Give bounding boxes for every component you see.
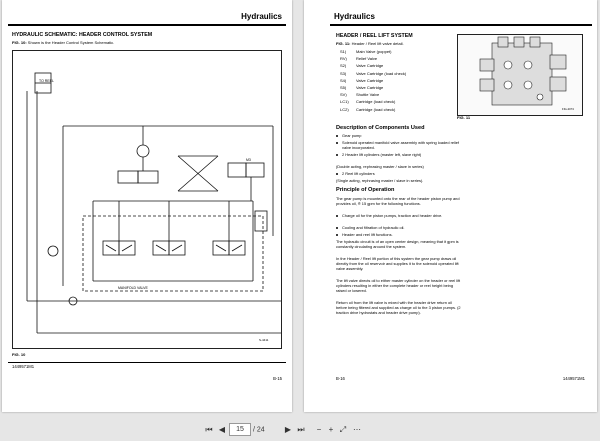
schem-label-corner: S-4411	[259, 338, 269, 342]
footer-page-number: B-15	[273, 376, 282, 381]
lift-valve-illustration: FIG-2074	[479, 36, 574, 111]
desc-title: Description of Components Used	[336, 125, 425, 131]
page-indicator: 15 / 24	[229, 423, 299, 437]
figure-caption: FIG. 11	[457, 115, 471, 120]
legend-text: Cartridge (load check)	[356, 99, 396, 105]
figure-caption: FIG. 10	[12, 352, 26, 357]
prev-page-button[interactable]: ◀	[218, 425, 226, 434]
legend-row: LC2) Cartridge (load check)	[340, 107, 395, 112]
next-page-button[interactable]: ▶	[284, 425, 292, 434]
principle-paragraph: In the Header / Reel lift portion of thi…	[336, 256, 459, 271]
legend-text: Valve Cartridge	[356, 77, 384, 83]
figure-reference: FIG. 10: Shown is the Header Control Sys…	[12, 40, 114, 45]
legend-code: SV)	[340, 92, 347, 98]
header-rule	[8, 24, 286, 26]
footer-doc-number: 1449571M1	[12, 364, 35, 369]
legend-text: Valve Cartridge	[356, 85, 384, 90]
component-item: 2 Header lift cylinders (master left, sl…	[336, 152, 468, 157]
footer-page-number: B-16	[336, 376, 345, 381]
legend-row: S4) Valve Cartridge	[340, 78, 383, 83]
fig-ref-label: FIG. 11:	[336, 41, 351, 46]
legend-code: LC2)	[340, 106, 349, 112]
component-note: (Double acting, rephrasing master / slav…	[336, 164, 424, 169]
component-item: Gear pump	[336, 133, 468, 138]
legend-row: S5) Valve Cartridge	[340, 85, 383, 90]
legend-code: S1)	[340, 49, 347, 54]
page-total: / 24	[252, 426, 265, 434]
page-number-input[interactable]: 15	[229, 423, 251, 436]
legend-row: S2) Valve Cartridge	[340, 63, 383, 68]
legend-code: RV)	[340, 56, 347, 62]
legend-text: Valve Cartridge	[356, 63, 384, 69]
first-page-button[interactable]: ⏮	[205, 425, 213, 434]
section-title: HYDRAULIC SCHEMATIC: HEADER CONTROL SYST…	[12, 32, 153, 38]
valve-photo: FIG-2074	[457, 34, 583, 116]
left-page: Hydraulics HYDRAULIC SCHEMATIC: HEADER C…	[2, 0, 292, 412]
legend-code: LC1)	[340, 99, 349, 105]
principle-paragraph: The hydraulic circuit is of an open cent…	[336, 239, 459, 249]
header-control-schematic: TO REEL M3 MANIFOLD VALVE S-4411	[26, 72, 281, 342]
principle-title: Principle of Operation	[336, 187, 395, 193]
legend-text: Shuttle Valve	[356, 92, 380, 98]
legend-row: LC1) Cartridge (load check)	[340, 99, 395, 104]
viewer-toolbar: ⏮ ◀ 15 / 24 ▶ ⏭ − + ⤢ ⋯	[0, 420, 600, 441]
principle-paragraph: The gear pump is mounted onto the rear o…	[336, 196, 460, 206]
principle-paragraph: The lift valve directs oil to either mas…	[336, 278, 461, 293]
function-item: Header and reel lift functions.	[336, 232, 468, 237]
function-item: Cooling and filtration of hydraulic oil.	[336, 225, 468, 230]
right-page: Hydraulics HEADER / REEL LIFT SYSTEM FIG…	[304, 0, 597, 412]
last-page-button[interactable]: ⏭	[297, 425, 305, 434]
section-title: HEADER / REEL LIFT SYSTEM	[336, 33, 413, 39]
schem-label-valve: M3	[246, 158, 251, 162]
fig-ref-label: FIG. 10:	[12, 40, 27, 45]
function-item: Charge oil for the piston pumps, tractio…	[336, 213, 468, 218]
component-item: Solenoid operated manifold valve assembl…	[336, 140, 468, 150]
legend-row: S1) Main Valve (poppet)	[340, 49, 392, 54]
legend-code: S3)	[340, 70, 347, 76]
page-header: Hydraulics	[334, 12, 375, 21]
footer-doc-number: 1449571M1	[562, 376, 585, 381]
schem-label-tank: TO REEL	[39, 79, 54, 83]
fullscreen-icon[interactable]: ⤢	[339, 425, 347, 434]
schematic-frame: TO REEL M3 MANIFOLD VALVE S-4411	[12, 50, 282, 349]
legend-text: Valve Cartridge (load check)	[356, 70, 407, 76]
component-item: 2 Reel lift cylinders	[336, 171, 468, 176]
legend-row: RV) Relief Valve	[340, 56, 377, 61]
menu-icon[interactable]: ⋯	[353, 425, 361, 434]
legend-code: S4)	[340, 77, 347, 83]
legend-text: Main Valve (poppet)	[356, 49, 392, 54]
legend-code: S5)	[340, 85, 347, 90]
photo-tag: FIG-2074	[562, 107, 574, 111]
principle-paragraph: Return oil from the lift valve is mixed …	[336, 300, 461, 315]
zoom-out-icon[interactable]: −	[316, 425, 322, 434]
legend-code: S2)	[340, 63, 347, 69]
footer-rule	[8, 362, 286, 363]
component-note: (Single acting, rephrasing master / slav…	[336, 178, 424, 183]
schem-label-manifold: MANIFOLD VALVE	[118, 286, 148, 290]
legend-text: Relief Valve	[356, 56, 378, 62]
legend-row: S3) Valve Cartridge (load check)	[340, 71, 406, 76]
figure-reference: FIG. 11: Header / Reel lift valve detail…	[336, 41, 404, 46]
fig-ref-text: Header / Reel lift valve detail.	[351, 41, 404, 46]
legend-row: SV) Shuttle Valve	[340, 92, 379, 97]
legend-text: Cartridge (load check)	[356, 106, 396, 112]
zoom-in-icon[interactable]: +	[328, 425, 334, 434]
fig-ref-text: Shown is the Header Control System Schem…	[27, 40, 115, 45]
header-rule	[330, 24, 592, 26]
page-header: Hydraulics	[241, 12, 282, 21]
